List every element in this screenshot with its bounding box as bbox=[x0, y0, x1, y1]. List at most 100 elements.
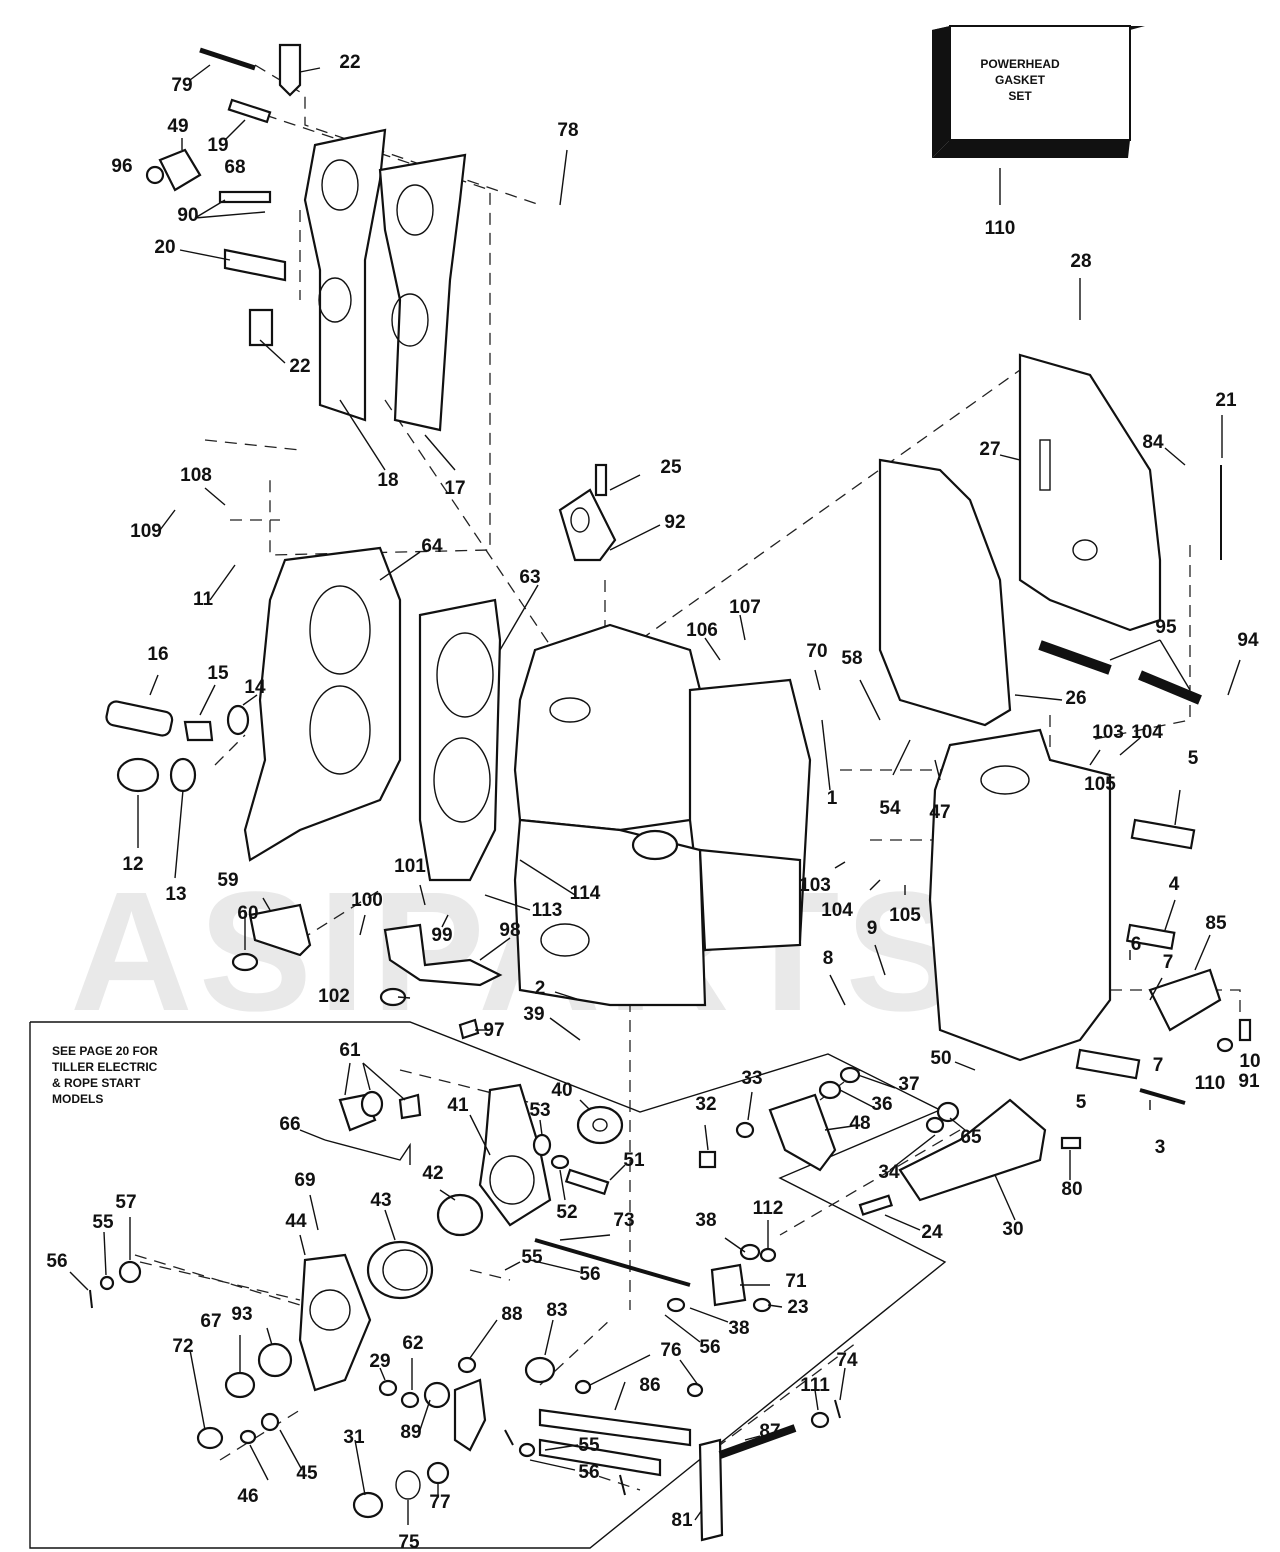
part-callout: 104 bbox=[1131, 722, 1163, 743]
part-callout: 98 bbox=[499, 920, 520, 941]
part-callout: 55 bbox=[521, 1247, 543, 1268]
part-callout: 101 bbox=[394, 856, 426, 877]
part-callout: 40 bbox=[551, 1080, 572, 1101]
part-callout: 2 bbox=[535, 978, 546, 999]
part-callout: 112 bbox=[753, 1198, 784, 1219]
part-callout: 52 bbox=[556, 1202, 577, 1223]
part-callout: 18 bbox=[377, 470, 398, 491]
part-callout: 33 bbox=[741, 1068, 762, 1089]
part-callout: 73 bbox=[613, 1210, 634, 1231]
link-brackets bbox=[231, 903, 503, 1040]
note-line-3: & ROPE START bbox=[52, 1076, 141, 1090]
exhaust-covers bbox=[303, 128, 467, 432]
part-callout: 54 bbox=[879, 798, 901, 819]
part-callout: 47 bbox=[929, 802, 950, 823]
part-callout: 55 bbox=[578, 1435, 600, 1456]
part-callout: 94 bbox=[1237, 630, 1259, 651]
part-callout: 22 bbox=[339, 52, 360, 73]
throttle-linkage bbox=[298, 1083, 691, 1392]
part-callout: 103 bbox=[1092, 722, 1124, 743]
part-callout: 69 bbox=[294, 1170, 315, 1191]
part-callout: 89 bbox=[400, 1422, 421, 1443]
note-line-1: SEE PAGE 20 FOR bbox=[52, 1044, 158, 1058]
part-callout: 29 bbox=[369, 1351, 390, 1372]
part-callout: 51 bbox=[623, 1150, 645, 1171]
part-callout: 8 bbox=[823, 948, 834, 969]
part-callout: 109 bbox=[130, 521, 162, 542]
part-callout: 91 bbox=[1238, 1071, 1260, 1092]
part-callout: 80 bbox=[1061, 1179, 1082, 1200]
part-callout: 10 bbox=[1239, 1051, 1260, 1072]
part-callout: 45 bbox=[296, 1463, 318, 1484]
part-callout: 85 bbox=[1205, 913, 1227, 934]
gasket-box-line-3: SET bbox=[1008, 89, 1032, 103]
part-callout: 5 bbox=[1076, 1092, 1087, 1113]
part-callout: 5 bbox=[1188, 748, 1199, 769]
part-callout: 65 bbox=[960, 1127, 982, 1148]
part-callout: 48 bbox=[849, 1113, 870, 1134]
part-callout: 78 bbox=[557, 120, 578, 141]
part-callout: 76 bbox=[660, 1340, 681, 1361]
part-callout: 1 bbox=[827, 788, 838, 809]
part-callout: 11 bbox=[193, 589, 214, 610]
part-callout: 105 bbox=[1084, 774, 1116, 795]
part-callout: 104 bbox=[821, 900, 853, 921]
part-callout: 60 bbox=[237, 903, 258, 924]
part-callout: 38 bbox=[728, 1318, 749, 1339]
part-callout: 84 bbox=[1142, 432, 1164, 453]
part-callout: 6 bbox=[1131, 934, 1142, 955]
part-callout: 63 bbox=[519, 567, 540, 588]
part-callout: 57 bbox=[115, 1192, 136, 1213]
part-callout: 88 bbox=[501, 1304, 522, 1325]
part-callout: 13 bbox=[165, 884, 186, 905]
part-callout: 56 bbox=[699, 1337, 720, 1358]
part-callout: 42 bbox=[422, 1163, 443, 1184]
part-callout: 77 bbox=[429, 1492, 450, 1513]
part-callout: 113 bbox=[532, 900, 563, 921]
part-callout: 15 bbox=[207, 663, 229, 684]
part-callout: 93 bbox=[231, 1304, 252, 1325]
note-region: SEE PAGE 20 FOR TILLER ELECTRIC & ROPE S… bbox=[29, 1021, 947, 1549]
center-right-parts bbox=[666, 968, 1252, 1313]
part-callout: 36 bbox=[871, 1094, 892, 1115]
gasket-box-line-2: GASKET bbox=[995, 73, 1046, 87]
part-callout: 4 bbox=[1169, 874, 1180, 895]
part-callout: 49 bbox=[167, 116, 188, 137]
part-callout: 39 bbox=[523, 1004, 544, 1025]
part-callout: 56 bbox=[46, 1251, 67, 1272]
part-callout: 16 bbox=[147, 644, 168, 665]
part-callout: 100 bbox=[351, 890, 383, 911]
part-callout: 58 bbox=[841, 648, 862, 669]
part-callout: 20 bbox=[154, 237, 175, 258]
leader-lines bbox=[69, 64, 1241, 1525]
bottom-parts bbox=[89, 1260, 841, 1542]
part-callout: 92 bbox=[664, 512, 685, 533]
top-left-hardware bbox=[145, 43, 302, 347]
part-callout: 110 bbox=[1195, 1073, 1226, 1094]
part-callout: 111 bbox=[800, 1375, 830, 1396]
note-line-2: TILLER ELECTRIC bbox=[52, 1060, 158, 1074]
part-callout: 38 bbox=[695, 1210, 716, 1231]
part-callout: 31 bbox=[343, 1427, 365, 1448]
part-callout: 22 bbox=[289, 356, 310, 377]
part-callout: 56 bbox=[578, 1462, 599, 1483]
part-callout: 46 bbox=[237, 1486, 258, 1507]
part-callout: 106 bbox=[686, 620, 718, 641]
part-callout: 64 bbox=[421, 536, 443, 557]
part-callout: 7 bbox=[1163, 952, 1174, 973]
part-callout: 95 bbox=[1155, 617, 1177, 638]
part-callout: 17 bbox=[444, 478, 465, 499]
part-callout: 41 bbox=[447, 1095, 469, 1116]
part-callout: 62 bbox=[402, 1333, 423, 1354]
part-callout: 19 bbox=[207, 135, 228, 156]
part-callout: 71 bbox=[785, 1271, 807, 1292]
part-callout: 90 bbox=[177, 205, 198, 226]
part-callout: 34 bbox=[878, 1162, 900, 1183]
part-callout: 55 bbox=[92, 1212, 114, 1233]
part-callout: 37 bbox=[898, 1074, 919, 1095]
part-callout: 75 bbox=[398, 1532, 420, 1552]
gasket-set-box: POWERHEAD GASKET SET 110 bbox=[932, 25, 1145, 239]
part-callout: 50 bbox=[930, 1048, 951, 1069]
